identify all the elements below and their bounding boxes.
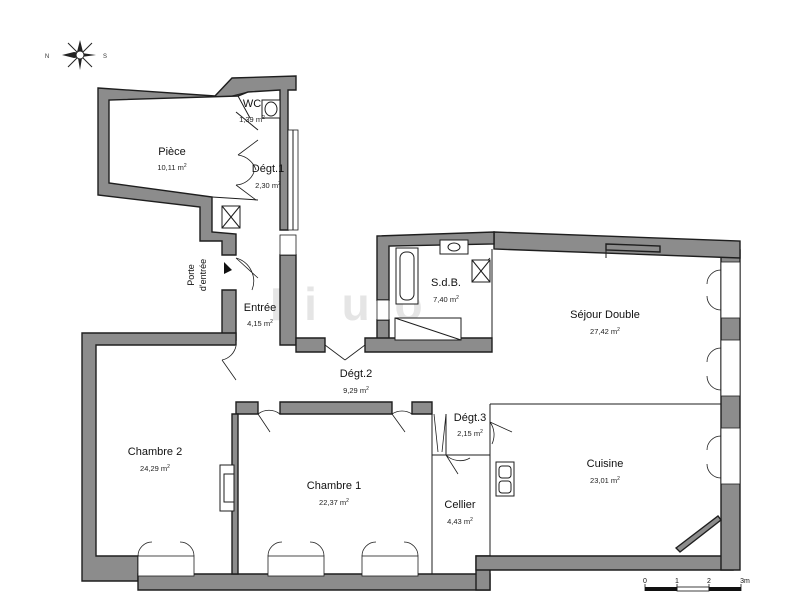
entrance-marker: Porte d'entrée [186,259,232,291]
entrance-label-line1: Porte [186,264,196,286]
room-area-sdb: 7,40 m2 [433,295,459,304]
room-name-degt2: Dégt.2 [340,368,372,380]
room-area-entree: 4,15 m2 [247,319,273,328]
bathtub-icon [395,247,419,305]
room-area-degt1: 2,30 m2 [255,181,281,190]
room-area-wc: 1,39 m2 [239,115,265,124]
room-name-sejour: Séjour Double [570,309,640,321]
room-area-degt2: 9,29 m2 [343,386,369,395]
room-area-cuisine: 23,01 m2 [590,476,620,485]
room-area-cellier: 4,43 m2 [447,517,473,526]
room-area-chambre1: 22,37 m2 [319,498,349,507]
room-name-wc: WC [243,98,261,110]
room-area-degt3: 2,15 m2 [457,429,483,438]
room-area-piece: 10,11 m2 [157,163,187,172]
partitions [211,91,721,574]
room-name-chambre2: Chambre 2 [128,446,182,458]
windows [137,129,741,577]
entrance-label-line2: d'entrée [198,259,208,291]
room-labels: WC 1,39 m2 Pièce 10,11 m2 Dégt.1 2,30 m2… [128,98,640,526]
scale-tick-0: 0 [643,578,647,585]
room-name-degt1: Dégt.1 [252,163,284,175]
scale-bar: 0 1 2 3m [643,578,750,592]
compass-rose-icon: N S [45,40,107,70]
room-area-chambre2: 24,29 m2 [140,464,170,473]
sink-icon [439,239,469,255]
fixtures [219,205,722,553]
fireplace-icon [219,464,235,512]
kitchen-sink-icon [495,461,515,497]
scale-tick-1: 1 [675,578,679,585]
room-name-cellier: Cellier [444,499,476,511]
room-area-sejour: 27,42 m2 [590,327,620,336]
compass-south-label: S [103,54,107,60]
room-name-degt3: Dégt.3 [454,412,486,424]
room-name-sdb: S.d.B. [431,277,461,289]
room-name-cuisine: Cuisine [587,458,624,470]
scale-tick-2: 2 [707,578,711,585]
room-name-chambre1: Chambre 1 [307,480,361,492]
compass-north-label: N [45,54,49,60]
room-name-entree: Entrée [244,302,276,314]
room-name-piece: Pièce [158,146,186,158]
scale-tick-3: 3m [740,578,750,585]
